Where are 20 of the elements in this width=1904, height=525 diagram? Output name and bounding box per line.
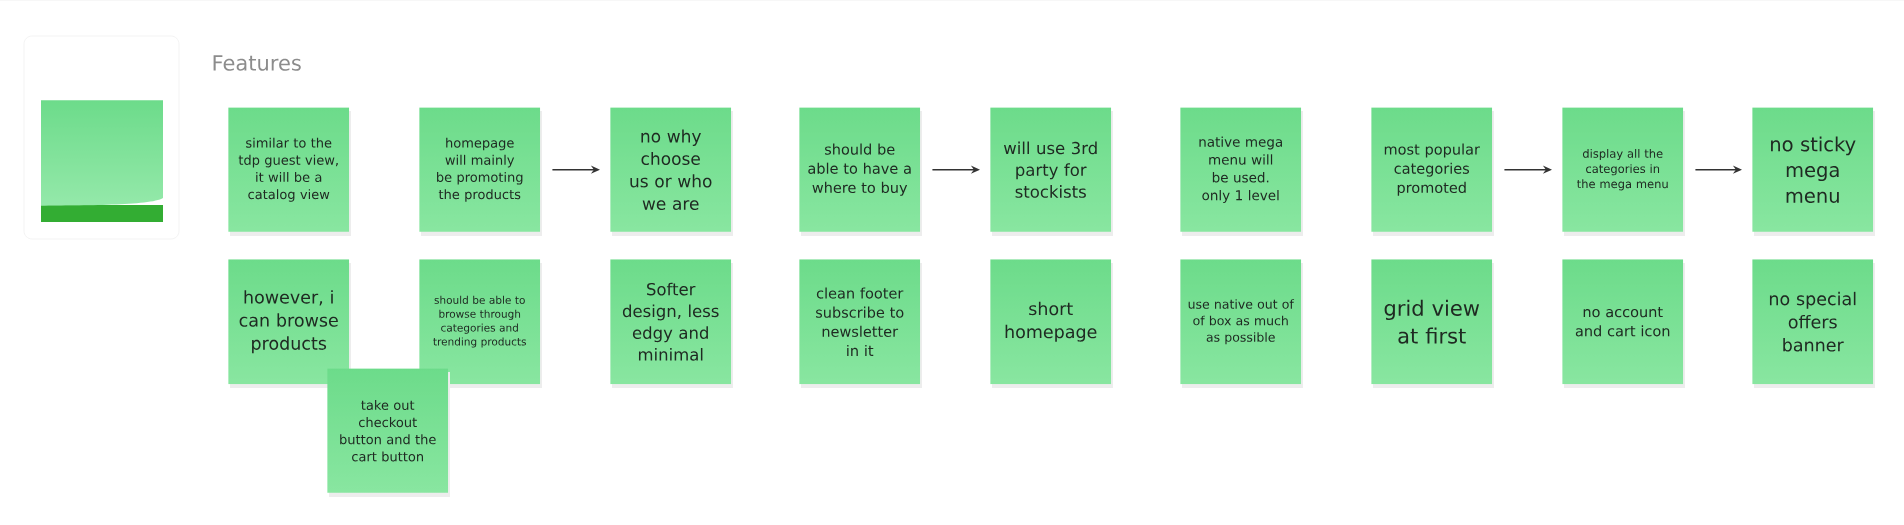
title: Features	[213, 55, 301, 71]
sticky-note: no sticky mega menu	[1752, 107, 1875, 236]
sticky-note: should be able to browse through categories and trending products	[419, 259, 542, 388]
sticky-note: display all the categories in the mega menu	[1562, 107, 1685, 236]
sticky-note: no account and cart icon	[1562, 259, 1685, 388]
sticky-note: will use 3rd party for stockists	[990, 107, 1113, 236]
sticky-note: no special offers banner	[1752, 259, 1875, 388]
sticky-note: use native out of of box as much as possible	[1180, 259, 1303, 388]
sticky-note: homepage will mainly be promoting the products	[419, 107, 542, 236]
sticky-note: native mega menu will be used. only 1 level	[1180, 107, 1303, 236]
sticky-note: however, i can browse products	[228, 259, 351, 388]
sticky-note: grid view at first	[1371, 259, 1494, 388]
sticky-note: clean footer subscribe to newsletter in it	[799, 259, 922, 388]
sticky-note: should be able to have a where to buy	[799, 107, 922, 236]
sticky-note: short homepage	[990, 259, 1113, 388]
sticky-note: similar to the tdp guest view, it will be a catalog view	[228, 107, 351, 236]
sticky-note: take out checkout button and the cart button	[327, 368, 450, 497]
sticky-note: Softer design, less edgy and minimal	[610, 259, 733, 388]
sticky-note: most popular categories promoted	[1371, 107, 1494, 236]
sticky-note: no why choose us or who we are	[610, 107, 733, 236]
